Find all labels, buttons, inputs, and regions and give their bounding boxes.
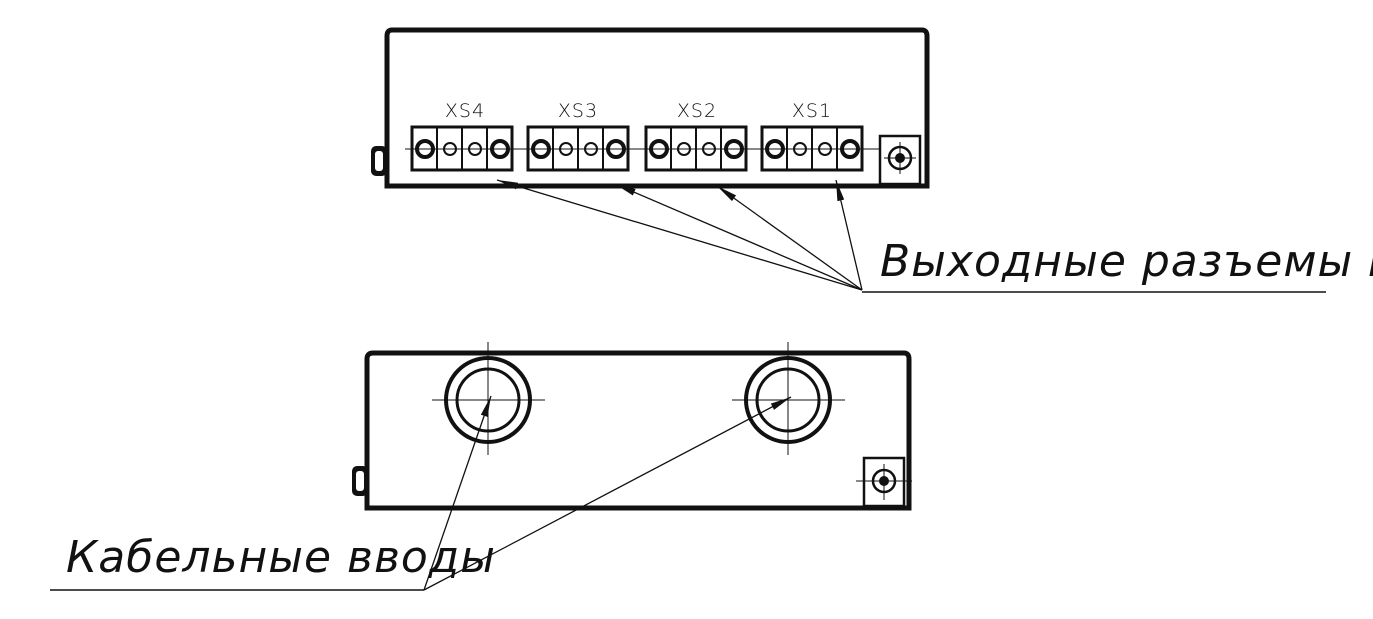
cable-gland-left [432, 342, 545, 455]
top-enclosure [371, 27, 930, 189]
gland-leaders [50, 395, 792, 591]
connector-label: XS4 [445, 100, 485, 122]
connector-label: XS1 [792, 100, 832, 122]
connector-xs3: XS3 [526, 100, 630, 172]
connectors-callout: Выходные разъемы LC [880, 236, 1373, 287]
ground-terminal-top [878, 134, 922, 186]
connector-label: XS2 [677, 100, 717, 122]
ground-terminal-bottom [856, 456, 912, 508]
connector-leaders [496, 179, 1326, 293]
bottom-enclosure [352, 350, 912, 511]
connector-xs1: XS1 [760, 100, 864, 172]
connector-label: XS3 [558, 100, 598, 122]
side-knob-top [371, 146, 387, 176]
connector-xs2: XS2 [644, 100, 748, 172]
connector-xs4: XS4 [410, 100, 514, 172]
side-knob-bottom [352, 466, 368, 496]
glands-callout: Кабельные вводы [66, 532, 496, 583]
